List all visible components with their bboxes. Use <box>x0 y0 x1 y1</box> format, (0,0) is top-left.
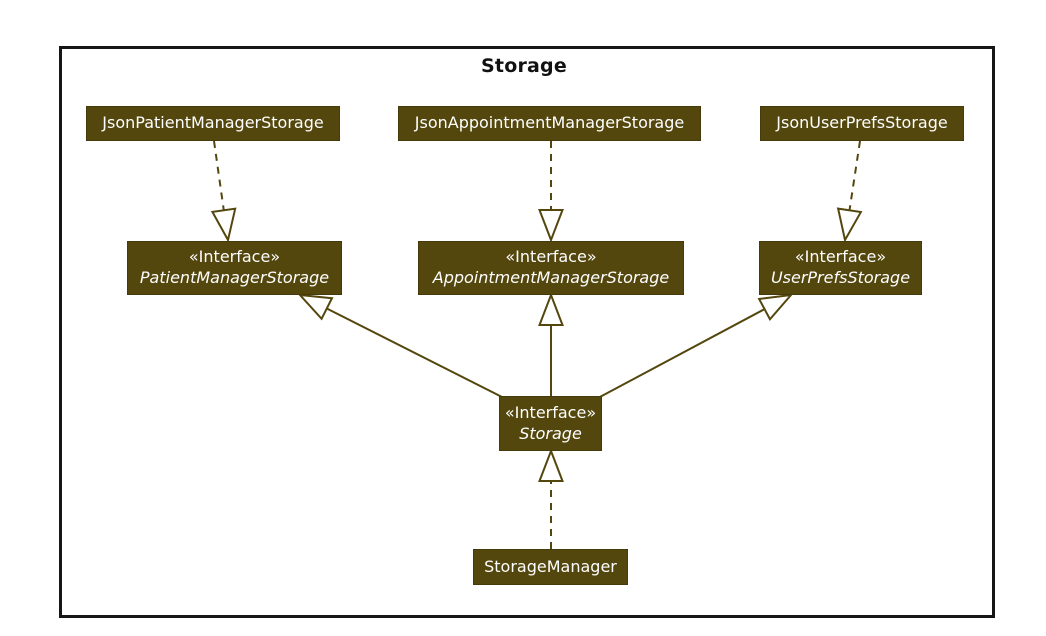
class-storage-manager: StorageManager <box>473 549 628 585</box>
interface-user-prefs-storage: «Interface» UserPrefsStorage <box>759 241 922 295</box>
class-name-label: JsonPatientManagerStorage <box>102 113 324 133</box>
class-name-label: StorageManager <box>484 556 617 576</box>
class-json-patient-manager-storage: JsonPatientManagerStorage <box>86 106 340 141</box>
interface-name-label: UserPrefsStorage <box>770 268 911 287</box>
stereotype-label: «Interface» <box>504 402 597 422</box>
interface-name-label: AppointmentManagerStorage <box>432 268 670 287</box>
class-json-appointment-manager-storage: JsonAppointmentManagerStorage <box>398 106 701 141</box>
interface-name-label: Storage <box>519 423 582 443</box>
stereotype-label: «Interface» <box>188 247 281 267</box>
stereotype-label: «Interface» <box>794 247 887 267</box>
interface-storage: «Interface» Storage <box>499 396 602 451</box>
class-name-label: JsonUserPrefsStorage <box>776 113 948 133</box>
class-json-user-prefs-storage: JsonUserPrefsStorage <box>760 106 964 141</box>
stereotype-label: «Interface» <box>505 247 597 267</box>
interface-patient-manager-storage: «Interface» PatientManagerStorage <box>127 241 342 295</box>
diagram-title: Storage <box>481 55 567 77</box>
interface-name-label: PatientManagerStorage <box>139 268 330 287</box>
class-name-label: JsonAppointmentManagerStorage <box>414 113 685 133</box>
interface-appointment-manager-storage: «Interface» AppointmentManagerStorage <box>418 241 684 295</box>
